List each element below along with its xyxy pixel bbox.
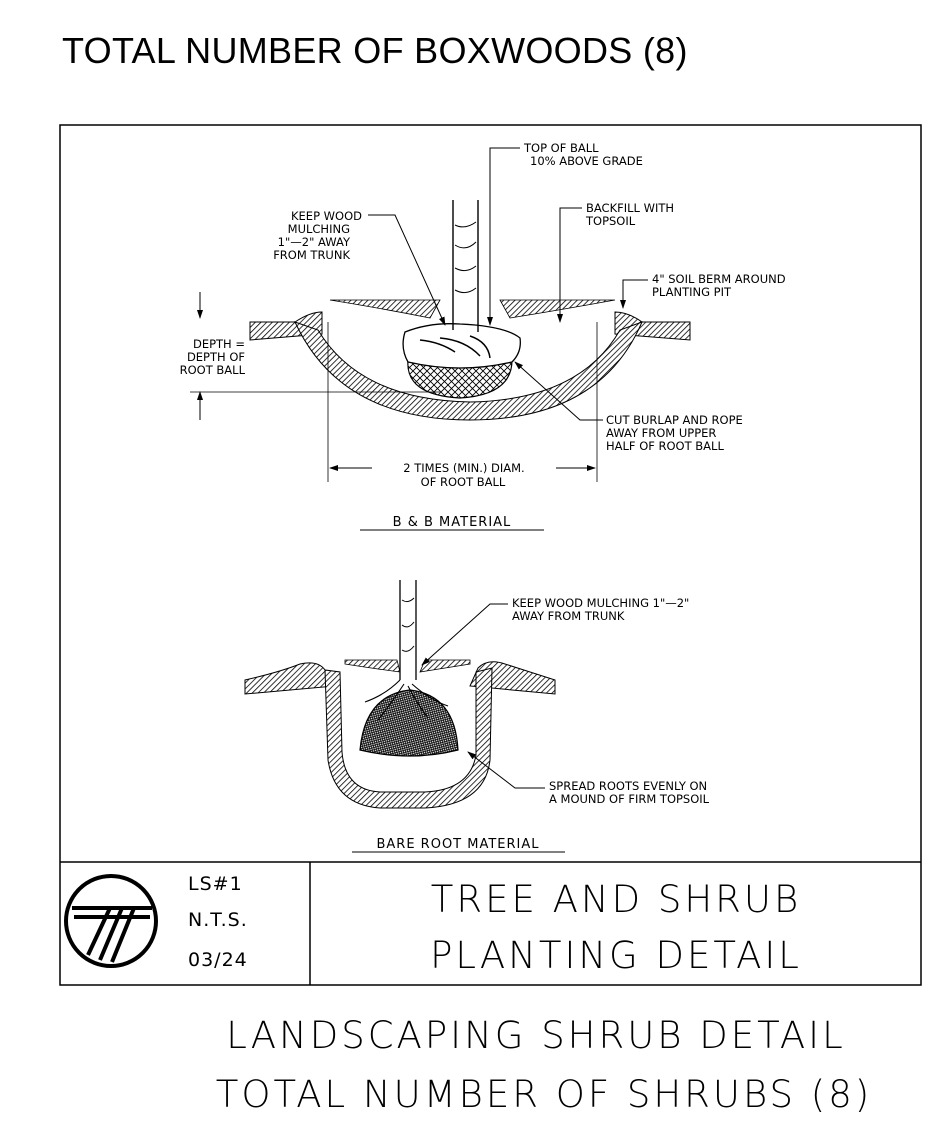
callout-keep-mulching: KEEP WOOD xyxy=(291,209,362,223)
footer-line2: TOTAL NUMBER OF SHRUBS (8) xyxy=(216,1073,872,1116)
callout-backfill: BACKFILL WITH xyxy=(586,201,674,215)
annotation-text: AWAY FROM TRUNK xyxy=(512,609,625,623)
annotation-text: PLANTING PIT xyxy=(652,285,732,299)
callout-soil-berm: 4" SOIL BERM AROUND xyxy=(652,272,786,286)
callout-depth: DEPTH = xyxy=(193,337,245,351)
callout-bare-keep-mulching: KEEP WOOD MULCHING 1"—2" xyxy=(512,596,689,610)
bb-planting-section xyxy=(190,147,691,531)
burlap-wrap xyxy=(402,323,521,369)
callout-spread-roots: SPREAD ROOTS EVENLY ON xyxy=(549,779,707,793)
annotation-text: A MOUND OF FIRM TOPSOIL xyxy=(549,792,710,806)
topsoil-mound xyxy=(359,689,459,757)
drawing-title-line2: PLANTING DETAIL xyxy=(430,934,802,977)
annotation-text: HALF OF ROOT BALL xyxy=(606,439,724,453)
page-heading: TOTAL NUMBER OF BOXWOODS (8) xyxy=(62,30,688,71)
annotation-text: TOPSOIL xyxy=(585,214,636,228)
mulch-right xyxy=(499,299,616,319)
annotation-text: AWAY FROM UPPER xyxy=(606,426,716,440)
pit-liner xyxy=(294,321,643,421)
footer-line1: LANDSCAPING SHRUB DETAIL xyxy=(226,1014,845,1057)
bb-material-label: B & B MATERIAL xyxy=(393,515,512,530)
annotation-text: DEPTH OF xyxy=(187,350,245,364)
annotation-text: MULCHING xyxy=(288,222,350,236)
drawing-frame xyxy=(59,124,922,986)
annotation-text: 10% ABOVE GRADE xyxy=(530,154,643,168)
root-ball xyxy=(407,359,513,399)
dimension-diameter: 2 TIMES (MIN.) DIAM. xyxy=(403,461,524,475)
sheet-number: LS#1 xyxy=(188,873,243,895)
annotation-text: OF ROOT BALL xyxy=(421,475,506,489)
scale-note: N.T.S. xyxy=(188,909,248,931)
drawing-date: 03/24 xyxy=(188,949,248,971)
callout-top-of-ball: TOP OF BALL xyxy=(523,141,599,155)
bare-pit-liner xyxy=(324,667,493,809)
company-logo xyxy=(64,874,158,968)
annotation-text: FROM TRUNK xyxy=(273,248,350,262)
annotation-text: 1"—2" AWAY xyxy=(278,235,351,249)
bare-root-planting-section xyxy=(244,580,565,853)
drawing-title-line1: TREE AND SHRUB xyxy=(431,878,801,921)
mulch-left xyxy=(329,299,441,319)
bare-root-label: BARE ROOT MATERIAL xyxy=(376,837,539,852)
bare-ground-left xyxy=(244,662,336,695)
annotation-text: ROOT BALL xyxy=(180,363,246,377)
callout-cut-burlap: CUT BURLAP AND ROPE xyxy=(606,413,743,427)
bare-trunk xyxy=(399,580,417,680)
trunk xyxy=(452,200,479,332)
